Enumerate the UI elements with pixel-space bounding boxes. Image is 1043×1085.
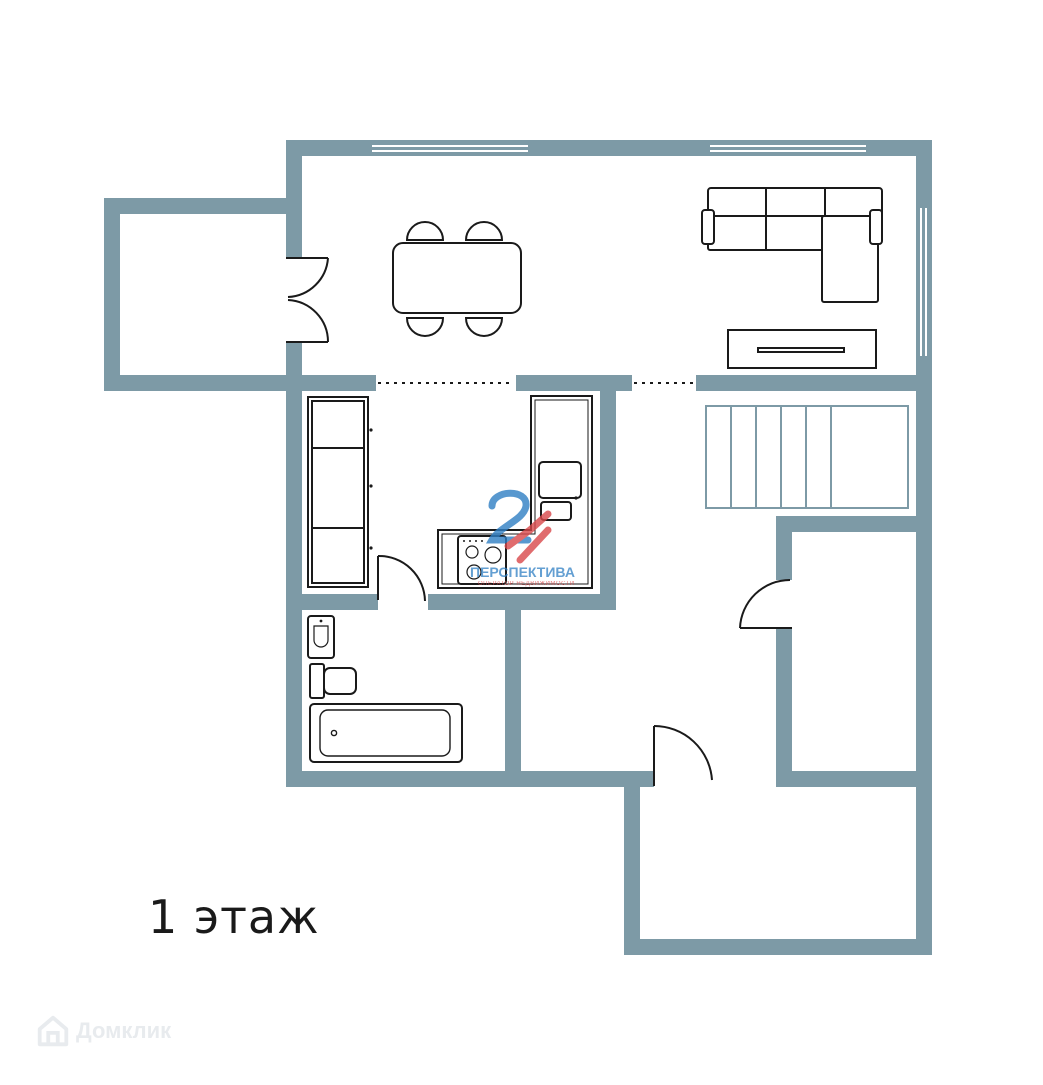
door-porch-double [286,257,330,343]
wall-hall-bottom-right [640,771,654,787]
wall-bath-right [505,594,521,787]
wall-porch-top [104,198,302,214]
wall-room-bottom [776,771,932,787]
door-room [739,578,792,629]
wall-right-upper [916,140,932,955]
kitchen-counter [437,395,593,589]
watermark: Домклик [34,1012,171,1050]
house-logo-icon [37,1015,69,1047]
agency-logo-name: ПЕРСПЕКТИВА [470,564,575,580]
door-terrace [653,724,713,786]
agency-logo-icon [485,489,552,564]
wall-divider-3 [696,375,932,391]
corner-sofa [701,187,883,303]
wall-porch-bottom [104,375,302,391]
chair-top-left [405,221,445,241]
sink-icon [538,461,582,499]
furniture [307,187,883,763]
bathroom-fixtures [307,615,463,763]
wall-terrace-bottom [624,939,932,955]
wall-kitchen-bottom-right [428,594,616,610]
agency-logo-tagline: ОПЕРАТОР НЕДВИЖИМОСТИ [478,581,575,587]
chair-top-right [464,221,504,241]
watermark-text: Домклик [76,1018,172,1043]
wall-terrace-left [624,771,640,955]
chair-bottom-left [405,317,445,337]
door-bathroom [377,554,426,602]
wall-room-left-bottom [776,628,792,787]
wall-kitchen-right [600,375,616,610]
wall-top [286,140,932,156]
wall-kitchen-bottom-left [286,594,378,610]
wall-porch-left [104,198,120,391]
doors [286,257,792,786]
kitchen-cabinets-left [307,396,373,588]
dining-table [392,242,522,314]
wall-left-main-bottom [286,342,302,787]
wall-stairs-bottom [776,516,932,532]
dining-set [392,221,522,337]
toilet-icon [309,663,325,699]
stairs [705,405,909,509]
wall-bottom-left [286,771,642,787]
tv-stand [727,329,877,369]
wall-divider-1 [286,375,376,391]
chair-bottom-right [464,317,504,337]
floor-label: 1 этаж [148,890,320,944]
windows [372,145,927,782]
wall-room-left-top [776,516,792,580]
